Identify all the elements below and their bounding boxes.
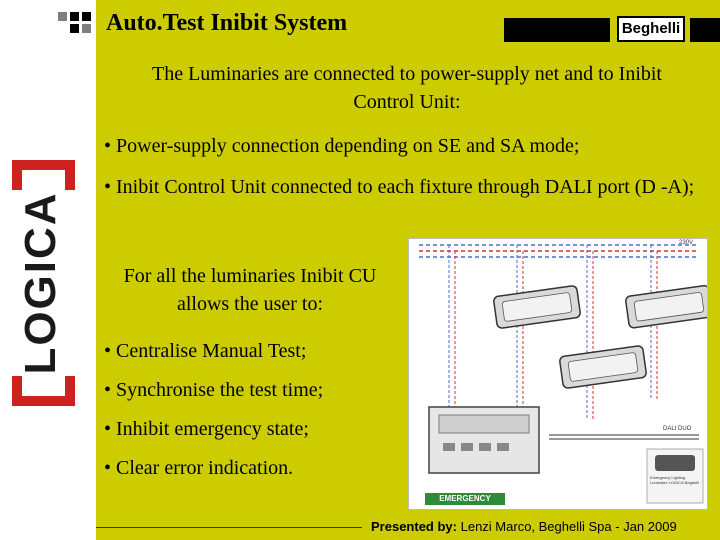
emergency-badge (425, 493, 505, 505)
dali-label: DALI DUO (663, 426, 692, 432)
corner-square (82, 12, 91, 21)
page-title: Auto.Test Inibit System (106, 10, 348, 36)
voltage-label: 230V (678, 240, 693, 246)
subheading: For all the luminaries Inibit CU allows … (123, 265, 377, 315)
luminaire-2 (625, 284, 707, 329)
corner-square (82, 24, 91, 33)
bullet-synchronise: • Synchronise the test time; (104, 379, 324, 401)
bullet-inhibit: • Inhibit emergency state; (104, 418, 309, 440)
sidebar: LOGICA (0, 0, 96, 540)
inset-caption: Emergency Lighting Luminaire LOGICA Begh… (650, 475, 699, 485)
logica-logo: LOGICA (12, 160, 75, 406)
brand-logo: Beghelli (617, 16, 685, 42)
wiring-diagram: 230V DALI DUO EMERGENCY Emergency Lighti… (408, 238, 708, 510)
bullet-dali: • Inibit Control Unit connected to each … (104, 176, 695, 198)
header-bar-end (690, 18, 720, 42)
corner-square (70, 12, 79, 21)
bullet-clear-error: • Clear error indication. (104, 457, 294, 479)
luminaire-1 (493, 285, 581, 329)
bullet-power-supply: • Power-supply connection depending on S… (104, 135, 580, 157)
inset-product (646, 448, 704, 504)
svg-text:LOGICA: LOGICA (16, 191, 65, 374)
corner-square (58, 12, 67, 21)
luminaire-3 (559, 345, 647, 389)
header-bar (504, 18, 610, 42)
footer-presenter: Lenzi Marco, Beghelli Spa - Jan 2009 (460, 519, 677, 534)
footer-credit: Presented by: Lenzi Marco, Beghelli Spa … (371, 519, 677, 534)
intro-text: The Luminaries are connected to power-su… (152, 63, 662, 113)
footer-presented-label: Presented by: (371, 519, 457, 534)
emergency-badge-label: EMERGENCY (439, 494, 491, 503)
footer-divider (96, 527, 362, 528)
corner-square (70, 24, 79, 33)
bullet-manual-test: • Centralise Manual Test; (104, 340, 307, 362)
inibit-control-unit (428, 406, 540, 474)
